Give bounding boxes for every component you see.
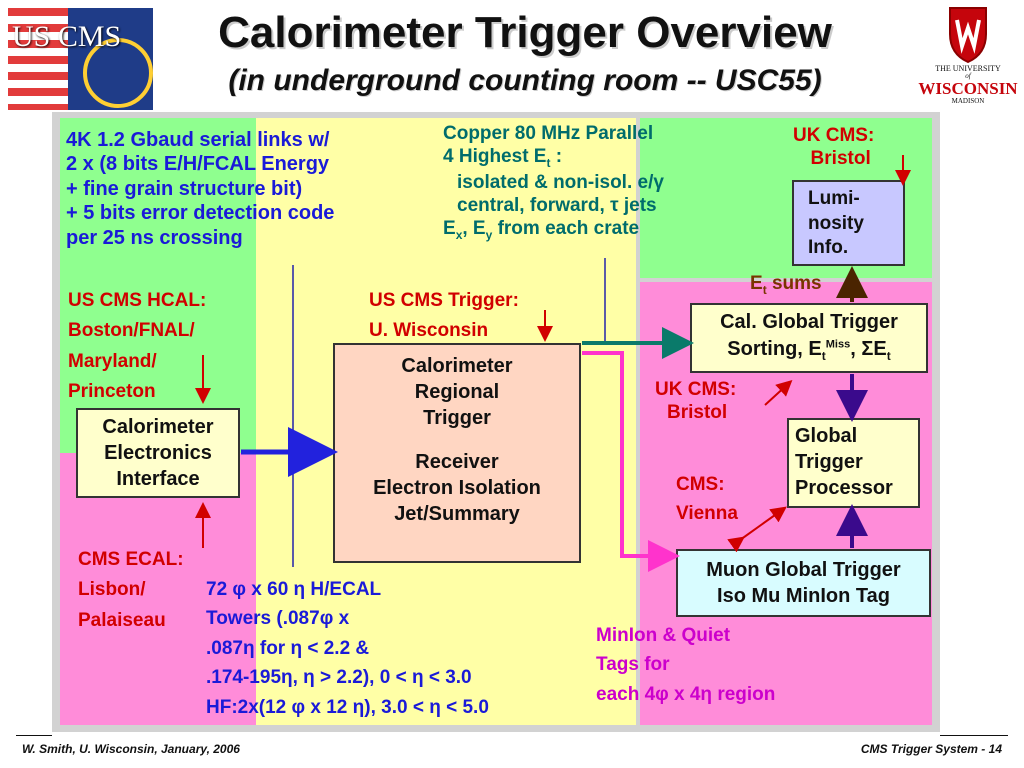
serial-links-line2: 2 x (8 bits E/H/FCAL Energy [66, 153, 330, 176]
footer-rule-left [16, 735, 52, 736]
wisconsin-logo-line4: MADISON [951, 97, 985, 105]
us-cms-logo-text: US CMS [12, 20, 122, 53]
copper-text: Copper 80 MHz Parallel 4 Highest Et : is… [443, 122, 664, 242]
copper-line1: Copper 80 MHz Parallel [443, 123, 654, 144]
footer-author: W. Smith, U. Wisconsin, January, 2006 [22, 742, 240, 756]
uk-cms-mid-label: UK CMS: Bristol [655, 379, 737, 424]
wisconsin-logo-line3: WISCONSIN [918, 79, 1018, 98]
serial-links-line3: + fine grain structure bit) [66, 177, 303, 200]
cal-global-trigger-box: Cal. Global Trigger Sorting, EtMiss, ΣEt [690, 303, 928, 373]
ecal-label: CMS ECAL: Lisbon/ Palaiseau [78, 549, 184, 631]
muon-global-trigger-box: Muon Global Trigger Iso Mu MinIon Tag [676, 549, 931, 617]
trigger-label: US CMS Trigger: U. Wisconsin [369, 290, 519, 342]
towers-text: 72 φ x 60 η H/ECAL Towers (.087φ x .087η… [206, 579, 489, 718]
us-cms-logo: US CMS [8, 8, 153, 110]
region-green-left [60, 118, 260, 453]
copper-line2: 4 Highest Et : [443, 146, 563, 170]
copper-line5: Ex, Ey from each crate [443, 217, 640, 242]
footer-page: CMS Trigger System - 14 [860, 742, 1002, 756]
luminosity-box: Lumi- nosity Info. [792, 180, 905, 266]
global-trigger-processor-box: Global Trigger Processor [787, 418, 920, 508]
copper-line3: isolated & non-isol. e/γ [457, 171, 664, 193]
hcal-label: US CMS HCAL: Boston/FNAL/ Maryland/ Prin… [68, 290, 207, 403]
calorimeter-regional-trigger-box: Calorimeter Regional Trigger Receiver El… [333, 343, 581, 563]
serial-links-line4: + 5 bits error detection code [66, 202, 335, 225]
uk-cms-mid-arrow [764, 379, 793, 406]
serial-links-line1: 4K 1.2 Gbaud serial links w/ [66, 129, 330, 151]
calorimeter-electronics-interface-box: Calorimeter Electronics Interface [76, 408, 240, 498]
serial-links-line5: per 25 ns crossing [66, 226, 243, 249]
eta-range-1: , 0 < η < 3.0 [369, 667, 472, 689]
et-sums-label: Et sums [750, 273, 822, 297]
eta-range-2: , 3.0 < η < 5.0 [370, 696, 489, 718]
crt-to-muon-connector [582, 351, 680, 572]
wisconsin-logo-line1: THE UNIVERSITY [935, 64, 1001, 73]
serial-links-text: 4K 1.2 Gbaud serial links w/ 2 x (8 bits… [66, 128, 334, 250]
page-subtitle: (in underground counting room -- USC55) [228, 64, 822, 97]
footer-rule-right [940, 735, 1008, 736]
vienna-arrow [727, 506, 787, 553]
region-pink-left [60, 453, 260, 725]
page-title: Calorimeter Trigger Overview [218, 8, 832, 57]
cms-vienna-label: CMS: Vienna [676, 474, 738, 525]
wisconsin-crest-icon [949, 7, 987, 64]
wisconsin-logo-line2: of [965, 72, 971, 80]
wisconsin-logo: THE UNIVERSITY of WISCONSIN MADISON [913, 4, 1023, 108]
uk-cms-top-label: UK CMS: Bristol [793, 125, 875, 170]
minion-text: MinIon & Quiet Tags for each 4φ x 4η reg… [596, 625, 776, 705]
copper-line4: central, forward, τ jets [457, 194, 657, 216]
